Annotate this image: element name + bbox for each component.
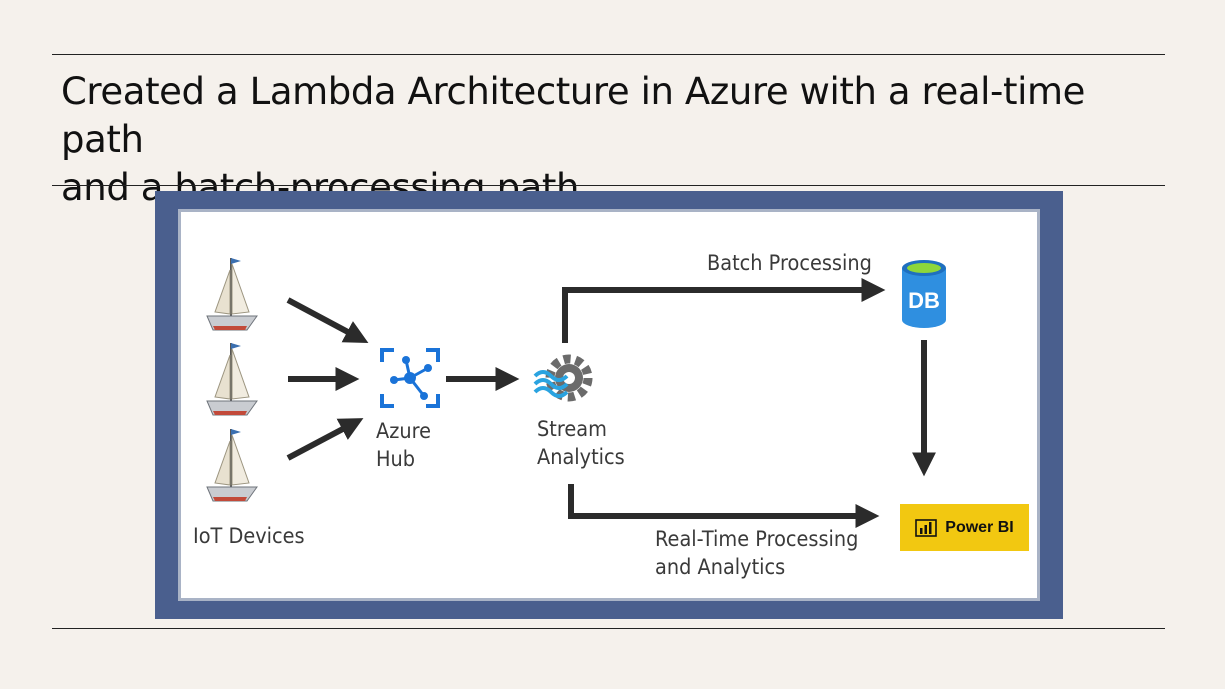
architecture-diagram: DB [206,258,946,528]
sailboat-icon [206,258,258,331]
iot-devices-label: IoT Devices [193,524,305,548]
database-icon [902,260,946,328]
slide-title: Created a Lambda Architecture in Azure w… [61,68,1171,212]
hub-label-line2: Hub [376,447,416,471]
azure-hub-icon [380,348,440,408]
stream-analytics-label: Stream Analytics [537,415,625,471]
top-rule [52,54,1165,55]
sailboat-icon [206,429,258,502]
arrow-device3-to-hub [286,418,364,461]
realtime-label-line1: Real-Time Processing [655,527,859,551]
bottom-rule [52,628,1165,629]
azure-hub-label: Azure Hub [376,417,431,473]
middle-rule [52,185,1165,186]
hub-label-line1: Azure [376,419,432,443]
diagram-frame: DB IoT Devices Azure Hub Stream Analytic… [155,191,1063,619]
power-bi-badge: Power BI [900,504,1029,551]
arrow-stream-to-powerbi [568,484,880,528]
sailboat-icon [206,343,258,416]
arrow-stream-to-db [562,278,886,343]
batch-processing-label: Batch Processing [707,251,872,275]
realtime-label-line2: and Analytics [655,555,786,579]
power-bi-text: Power BI [945,518,1014,536]
stream-label-line1: Stream [537,417,607,441]
title-line-1: Created a Lambda Architecture in Azure w… [61,70,1085,161]
power-bi-icon [915,518,938,537]
stream-label-line2: Analytics [537,445,625,469]
stream-analytics-icon [533,354,593,402]
arrow-device1-to-hub [286,297,369,343]
diagram-panel: DB IoT Devices Azure Hub Stream Analytic… [178,209,1040,601]
realtime-processing-label: Real-Time Processing and Analytics [655,525,858,581]
db-text: DB [908,288,940,313]
